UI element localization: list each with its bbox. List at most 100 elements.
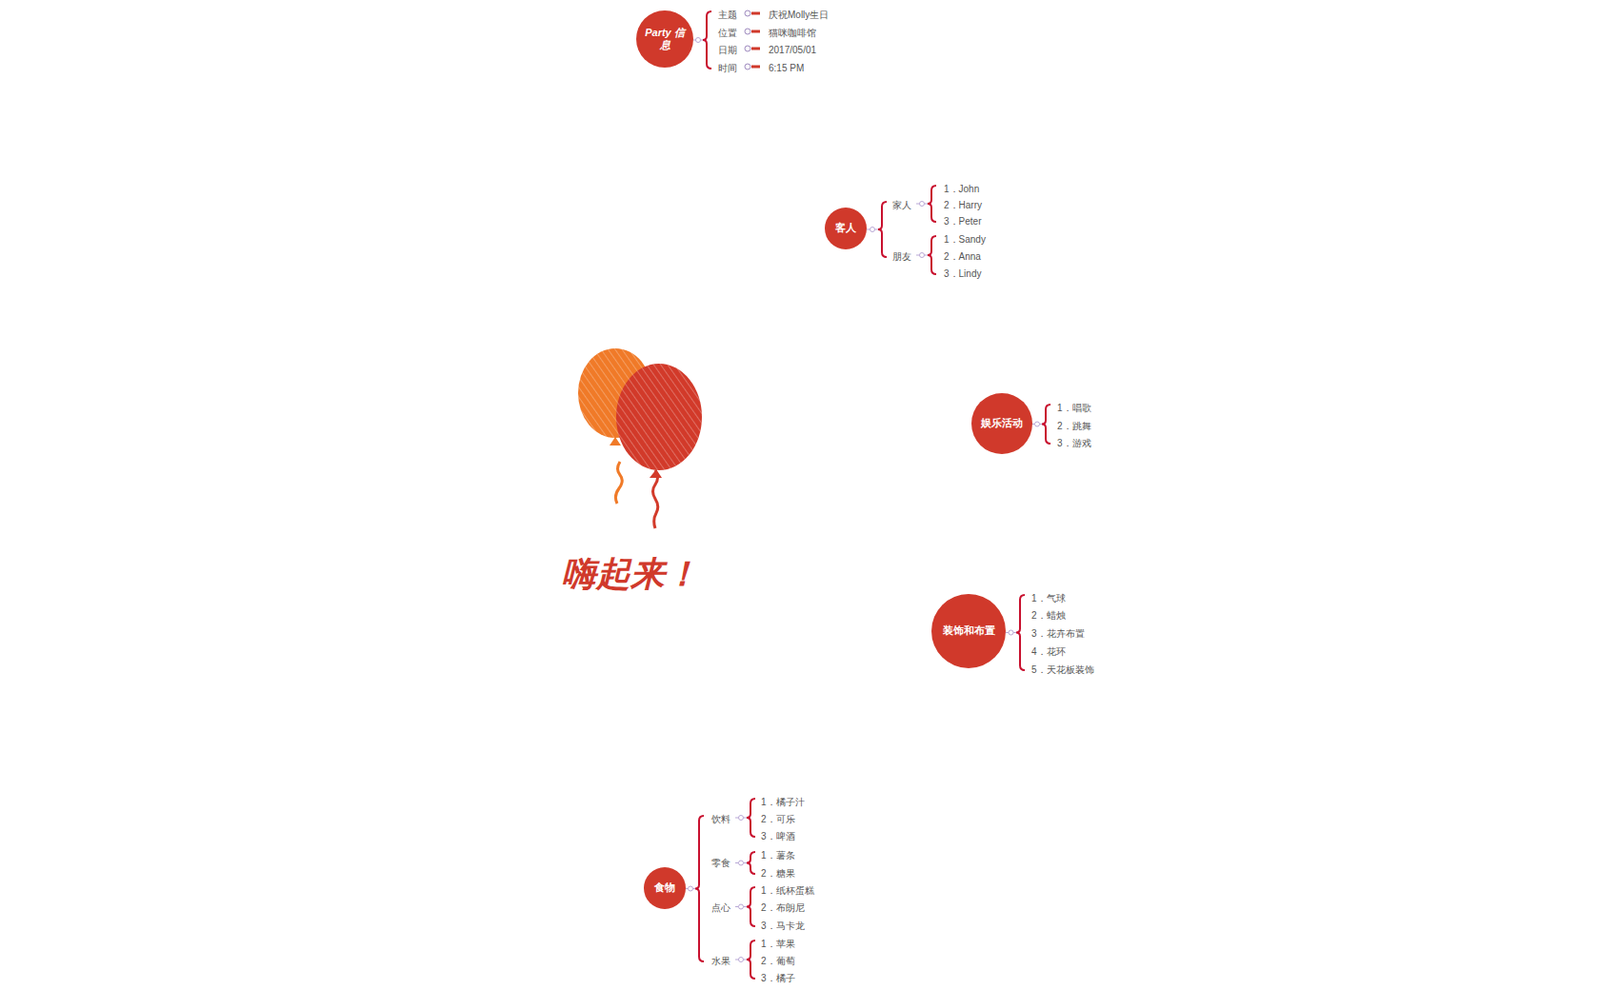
branch-label: 1．纸杯蛋糕 — [760, 880, 815, 899]
bracket — [746, 852, 756, 875]
bracket — [695, 816, 704, 962]
label-text: 3．马卡龙 — [760, 920, 805, 932]
balloon-illustration — [578, 348, 702, 529]
link-icon — [744, 10, 751, 17]
label-text: 3．Lindy — [943, 268, 981, 280]
topic-circle: 食物 — [643, 867, 686, 910]
label-text: 4．花环 — [1031, 646, 1066, 658]
label-text: 6:15 PM — [768, 62, 804, 74]
bracket — [927, 236, 937, 275]
label-text: 1．John — [943, 183, 980, 195]
topic-circle: 娱乐活动 — [971, 393, 1033, 455]
label-text: 3．橘子 — [760, 973, 796, 984]
label-text: 家人 — [892, 200, 912, 211]
circle-fill — [971, 393, 1033, 455]
red-balloon — [616, 363, 702, 471]
collapse-knob — [739, 860, 744, 866]
circle-fill — [931, 594, 1006, 669]
link-icon — [744, 63, 751, 70]
central-title: 嗨起来！ — [561, 551, 700, 599]
collapse-knob — [870, 227, 876, 233]
label-text: 日期 — [718, 44, 738, 56]
circle-fill — [643, 867, 686, 910]
label-text: 5．天花板装饰 — [1031, 664, 1095, 676]
branch-label: 2．蜡烛 — [1031, 605, 1066, 623]
label-text: 1．苹果 — [760, 939, 796, 950]
branch-label: 主题 — [718, 4, 738, 22]
branch-label: 3．啤酒 — [760, 826, 796, 844]
branch-label: 3．马卡龙 — [760, 916, 805, 934]
topic-text: 娱乐活动 — [980, 417, 1023, 430]
label-text: 水果 — [711, 956, 731, 967]
branch-label: 1．薯条 — [760, 845, 796, 863]
topic-circle: Party 信息 — [636, 10, 694, 68]
label-text: 3．啤酒 — [760, 831, 796, 842]
bracket — [702, 11, 712, 69]
branch-label: 6:15 PM — [768, 58, 804, 76]
collapse-knob — [920, 253, 925, 259]
title-text: 嗨起来！ — [561, 554, 700, 594]
icon-group — [744, 10, 760, 70]
circle-fill — [636, 10, 694, 68]
label-text: 2．布朗尼 — [760, 902, 805, 914]
branch-label: 饮料 — [711, 809, 731, 827]
link-bar — [751, 30, 760, 34]
branch-label: 3．橘子 — [760, 968, 796, 986]
branch-label: 猫咪咖啡馆 — [768, 22, 817, 40]
branch-label: 1．唱歌 — [1057, 398, 1092, 416]
label-text: 猫咪咖啡馆 — [768, 27, 817, 39]
balloon-string — [615, 461, 622, 504]
branch-label: 4．花环 — [1031, 641, 1066, 660]
link-bar — [751, 65, 760, 69]
label-text: 位置 — [718, 27, 738, 39]
branch-label: 2．葡萄 — [760, 951, 796, 969]
topic-circle: 装饰和布置 — [931, 594, 1006, 669]
label-text: 2017/05/01 — [768, 44, 817, 56]
link-bar — [751, 12, 760, 16]
label-text: 1．薯条 — [760, 850, 796, 861]
topic-circle: 客人 — [824, 207, 867, 250]
collapse-knob — [688, 886, 694, 892]
label-text: 2．蜡烛 — [1031, 610, 1066, 621]
label-text: 1．纸杯蛋糕 — [760, 885, 815, 897]
bracket — [746, 887, 756, 927]
branch-label: 1．橘子汁 — [760, 792, 805, 810]
link-icon — [744, 28, 751, 35]
bracket — [746, 940, 756, 980]
label-text: 3．游戏 — [1057, 438, 1092, 449]
label-text: 庆祝Molly生日 — [768, 9, 829, 20]
label-text: 2．Harry — [943, 200, 982, 211]
balloon-knot — [609, 437, 621, 446]
branch-label: 朋友 — [892, 246, 912, 264]
collapse-knob — [1008, 630, 1014, 636]
link-icon — [744, 45, 751, 52]
branch-label: 庆祝Molly生日 — [768, 4, 829, 22]
balloon-hatch — [616, 363, 702, 471]
topic-text: 食物 — [654, 881, 676, 895]
circle-fill — [824, 207, 867, 250]
collapse-knob — [920, 201, 925, 207]
label-text: 时间 — [718, 62, 738, 74]
label-text: 2．可乐 — [760, 814, 796, 825]
label-text: 2．跳舞 — [1057, 420, 1092, 432]
balloon-string — [653, 470, 659, 529]
collapse-knob — [739, 816, 744, 821]
balloon-knot — [649, 469, 662, 479]
label-text: 朋友 — [892, 251, 912, 262]
label-text: 3．Peter — [943, 216, 981, 227]
branch-label: 5．天花板装饰 — [1031, 660, 1095, 678]
collapse-knob — [1035, 421, 1040, 427]
label-text: 1．橘子汁 — [760, 797, 805, 808]
topic-text: Party 信息 — [643, 26, 686, 52]
label-text: 1．气球 — [1031, 593, 1066, 604]
branch-label: 3．Lindy — [943, 263, 981, 281]
branch-label: 家人 — [892, 195, 912, 213]
branch-label: 2．Harry — [943, 195, 982, 213]
collapse-knob — [696, 38, 701, 43]
branch-label: 零食 — [711, 853, 731, 871]
branch-label: 点心 — [711, 898, 731, 916]
branch-label: 2．布朗尼 — [760, 898, 805, 916]
label-text: 1．唱歌 — [1057, 402, 1092, 414]
label-text: 1．Sandy — [943, 234, 986, 245]
